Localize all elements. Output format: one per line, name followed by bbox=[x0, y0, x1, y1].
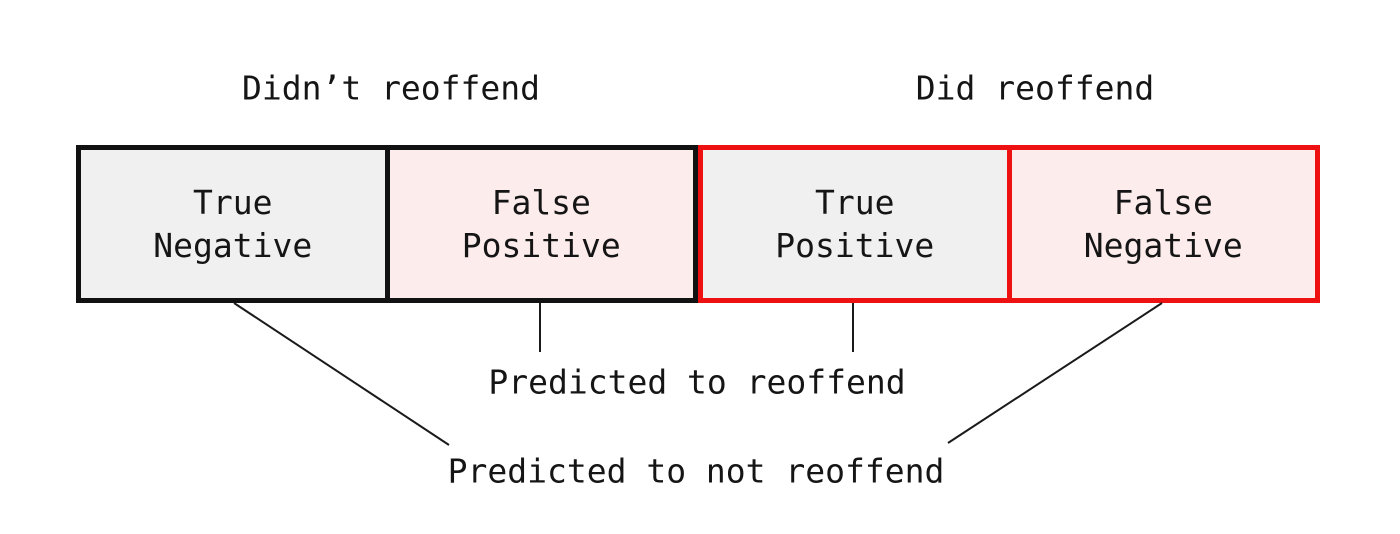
cell-false-negative-line2: Negative bbox=[1083, 226, 1243, 265]
true-negative-connector-line bbox=[233, 302, 450, 446]
cell-true-negative-line2: Negative bbox=[153, 226, 313, 265]
prediction-label-not-reoffend: Predicted to not reoffend bbox=[447, 451, 945, 491]
cell-false-positive-line2: Positive bbox=[461, 226, 621, 265]
outcome-label-didnt-reoffend: Didn’t reoffend bbox=[241, 68, 541, 108]
actual-negative-group: True Negative False Positive bbox=[76, 145, 698, 303]
prediction-label-reoffend: Predicted to reoffend bbox=[488, 362, 906, 402]
actual-positive-group: True Positive False Negative bbox=[698, 145, 1320, 303]
cell-false-positive-line1: False bbox=[491, 183, 591, 222]
cell-true-positive-line2: Positive bbox=[775, 226, 935, 265]
cell-true-positive-line1: True bbox=[815, 183, 895, 222]
cell-false-negative-line1: False bbox=[1113, 183, 1213, 222]
cell-false-negative: False Negative bbox=[1006, 150, 1315, 298]
cell-true-negative-line1: True bbox=[193, 183, 273, 222]
confusion-strip: True Negative False Positive True Positi… bbox=[76, 145, 1320, 303]
cell-false-positive: False Positive bbox=[384, 150, 693, 298]
false-negative-connector-line bbox=[947, 302, 1163, 444]
cell-true-positive: True Positive bbox=[703, 150, 1007, 298]
cell-true-negative: True Negative bbox=[81, 150, 385, 298]
outcome-label-did-reoffend: Did reoffend bbox=[915, 68, 1155, 108]
